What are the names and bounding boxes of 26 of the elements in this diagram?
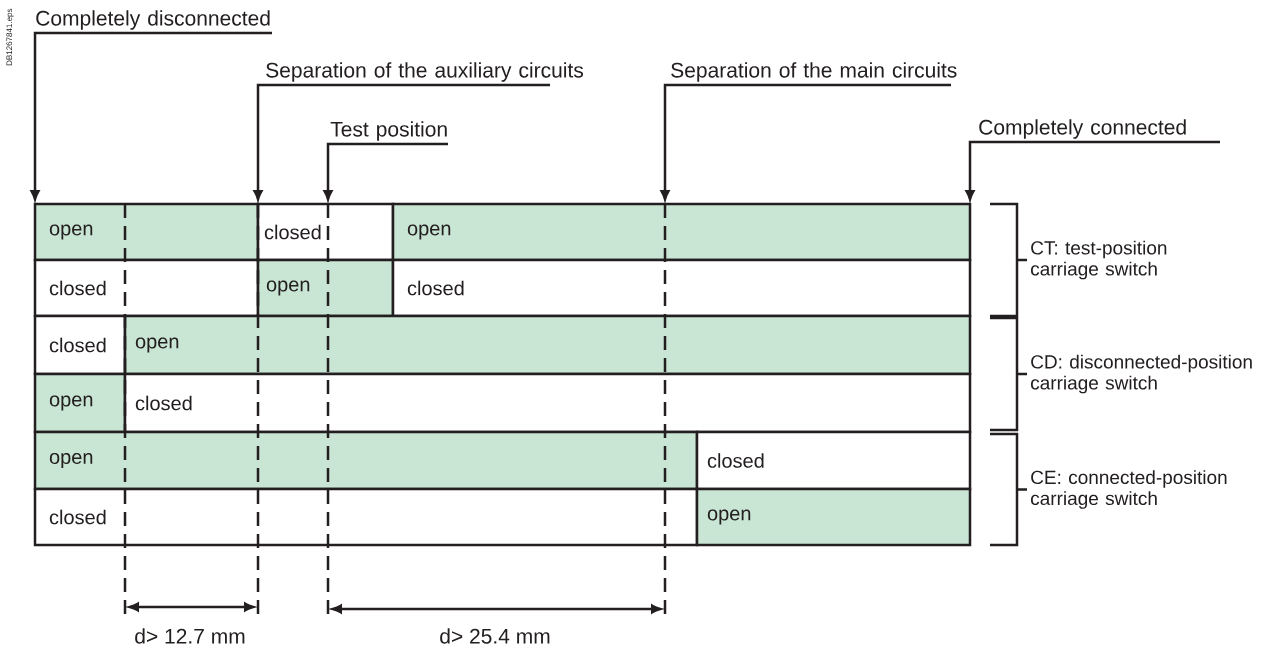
- table-cell: closed: [33, 314, 127, 376]
- group-label: CT: test-position carriage switch: [1031, 240, 1167, 280]
- table-cell: closed: [695, 430, 972, 491]
- leader-arrow: [660, 83, 951, 201]
- leader-arrow: [253, 83, 550, 201]
- dimension-label: d> 12.7 mm: [135, 628, 245, 644]
- group-label: CD: disconnected-position carriage switch: [1031, 354, 1252, 394]
- position-label: Test position: [330, 121, 447, 141]
- position-label: Separation of the auxiliary circuits: [266, 62, 584, 82]
- table-cell: open: [256, 258, 395, 318]
- leader-arrow: [323, 142, 448, 201]
- table-cell: open: [391, 202, 972, 262]
- dimension-label: d> 25.4 mm: [440, 628, 550, 644]
- table-cell: closed: [33, 487, 699, 547]
- table-cell: open: [33, 202, 260, 262]
- table-cell: closed: [391, 258, 972, 318]
- group-label: CE: connected-position carriage switch: [1031, 470, 1227, 509]
- position-label: Separation of the main circuits: [671, 62, 957, 82]
- leader-arrow: [30, 31, 272, 201]
- position-label: Completely disconnected: [36, 10, 270, 30]
- table-cell: open: [695, 487, 972, 547]
- position-label: Completely connected: [979, 119, 1186, 139]
- leader-arrow: [965, 140, 1220, 201]
- table-cell: closed: [256, 202, 395, 262]
- drawing-number: DB1267841.eps: [6, 8, 14, 66]
- table-cell: open: [33, 372, 127, 434]
